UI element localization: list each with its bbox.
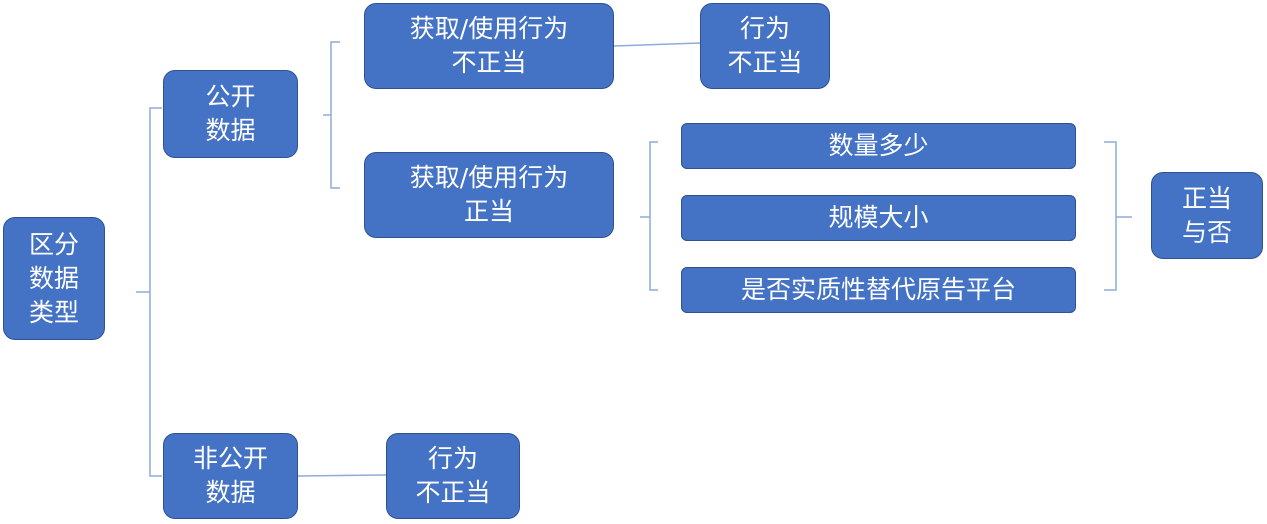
nonpublic-link — [297, 474, 387, 477]
improper-link — [613, 42, 701, 47]
nonpublic-data-node: 非公开 数据 — [163, 433, 298, 519]
nonpublic-result-node: 行为 不正当 — [386, 433, 520, 519]
proper-acquisition-node: 获取/使用行为 正当 — [364, 152, 614, 238]
improper-result-node: 行为 不正当 — [700, 3, 830, 89]
factor-quantity-bar: 数量多少 — [681, 123, 1076, 169]
public-bracket — [330, 41, 340, 189]
factor-scale-bar: 规模大小 — [681, 195, 1076, 241]
factor-substitute-bar: 是否实质性替代原告平台 — [681, 267, 1076, 313]
improper-acquisition-node: 获取/使用行为 不正当 — [364, 3, 614, 89]
public-data-node: 公开 数据 — [163, 70, 298, 158]
factors-left-bracket — [649, 141, 658, 291]
root-node-data-types: 区分 数据 类型 — [3, 217, 105, 340]
root-bracket — [149, 107, 162, 477]
factors-right-bracket — [1104, 141, 1117, 291]
final-result-node: 正当 与否 — [1151, 172, 1263, 259]
